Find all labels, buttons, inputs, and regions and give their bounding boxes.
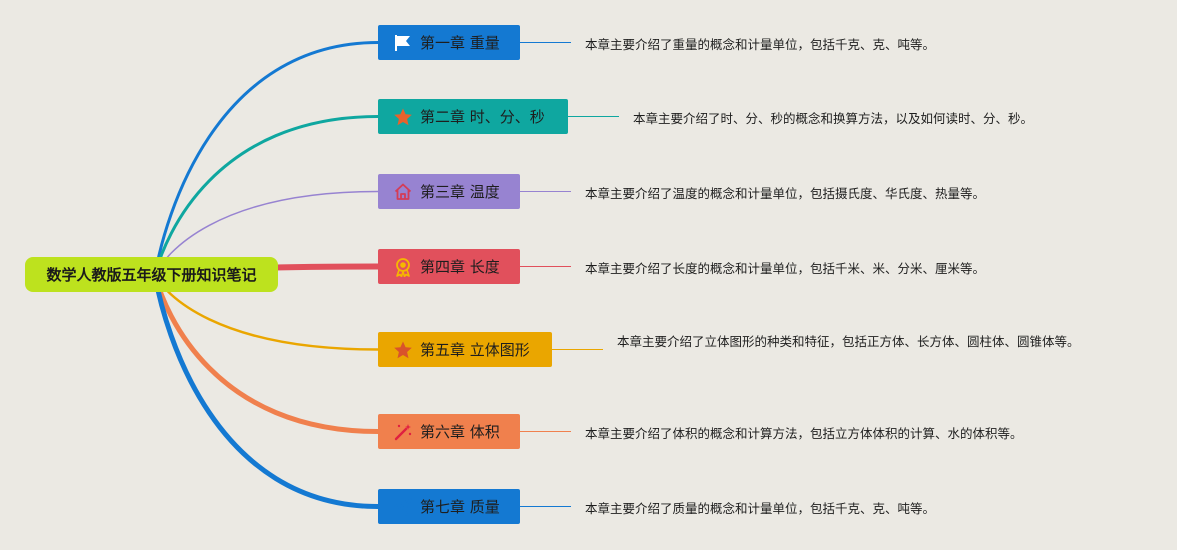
chapter-topic-4[interactable]: 第四章 长度 [378, 249, 520, 284]
star-icon [392, 339, 414, 361]
chapter-title: 第二章 时、分、秒 [420, 108, 545, 126]
chapter-title: 第六章 体积 [420, 423, 500, 441]
root-topic-label: 数学人教版五年级下册知识笔记 [46, 266, 257, 284]
chapter-title: 第四章 长度 [420, 258, 500, 276]
award-icon [392, 256, 414, 278]
chapter-topic-3[interactable]: 第三章 温度 [378, 174, 520, 209]
root-topic[interactable]: 数学人教版五年级下册知识笔记 [25, 257, 278, 292]
paper-plane-icon [392, 496, 414, 518]
flag-icon [392, 32, 414, 54]
chapter-description-7: 本章主要介绍了质量的概念和计量单位，包括千克、克、吨等。 [585, 501, 936, 516]
chapter-description-4: 本章主要介绍了长度的概念和计量单位，包括千米、米、分米、厘米等。 [585, 261, 986, 276]
chapter-description-2: 本章主要介绍了时、分、秒的概念和换算方法，以及如何读时、分、秒。 [633, 111, 1034, 126]
star-icon [392, 106, 414, 128]
branch-line-2 [153, 115, 380, 277]
chapter-description-1: 本章主要介绍了重量的概念和计量单位，包括千克、克、吨等。 [585, 37, 936, 52]
home-icon [392, 181, 414, 203]
chapter-topic-6[interactable]: 第六章 体积 [378, 414, 520, 449]
chapter-description-3: 本章主要介绍了温度的概念和计量单位，包括摄氏度、华氏度、热量等。 [585, 186, 986, 201]
chapter-topic-1[interactable]: 第一章 重量 [378, 25, 520, 60]
chapter-title: 第七章 质量 [420, 498, 500, 516]
chapter-topic-2[interactable]: 第二章 时、分、秒 [378, 99, 568, 134]
chapter-topic-5[interactable]: 第五章 立体图形 [378, 332, 552, 367]
branch-line-7 [152, 272, 381, 509]
chapter-title: 第一章 重量 [420, 34, 500, 52]
chapter-description-5: 本章主要介绍了立体图形的种类和特征，包括正方体、长方体、圆柱体、圆锥体等。 [617, 334, 1080, 349]
branch-line-1 [153, 41, 380, 277]
magic-wand-icon [392, 421, 414, 443]
chapter-title: 第五章 立体图形 [420, 341, 530, 359]
chapter-topic-7[interactable]: 第七章 质量 [378, 489, 520, 524]
chapter-title: 第三章 温度 [420, 183, 500, 201]
branch-line-6 [152, 272, 381, 434]
chapter-description-6: 本章主要介绍了体积的概念和计算方法，包括立方体体积的计算、水的体积等。 [585, 426, 1023, 441]
